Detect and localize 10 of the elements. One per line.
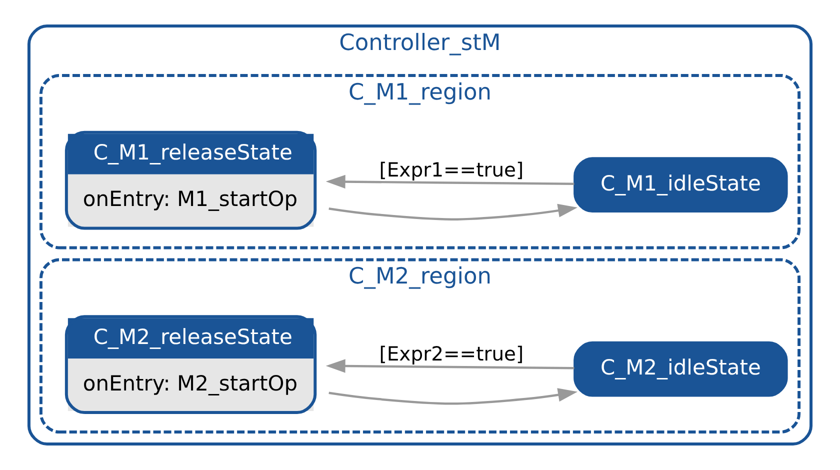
node-box: C_M1_releaseState onEntry: M1_startOp (64, 130, 317, 230)
arrow (326, 359, 574, 373)
node-box: C_M2_idleState (574, 341, 788, 397)
node-box: C_M1_idleState (574, 157, 788, 213)
arrow (328, 204, 578, 220)
arrow (328, 388, 578, 405)
edge-label: [Expr2==true] (379, 342, 524, 366)
edge-label: [Expr1==true] (379, 158, 524, 182)
arrow (326, 174, 574, 189)
node-box: C_M2_releaseState onEntry: M2_startOp (64, 315, 317, 414)
